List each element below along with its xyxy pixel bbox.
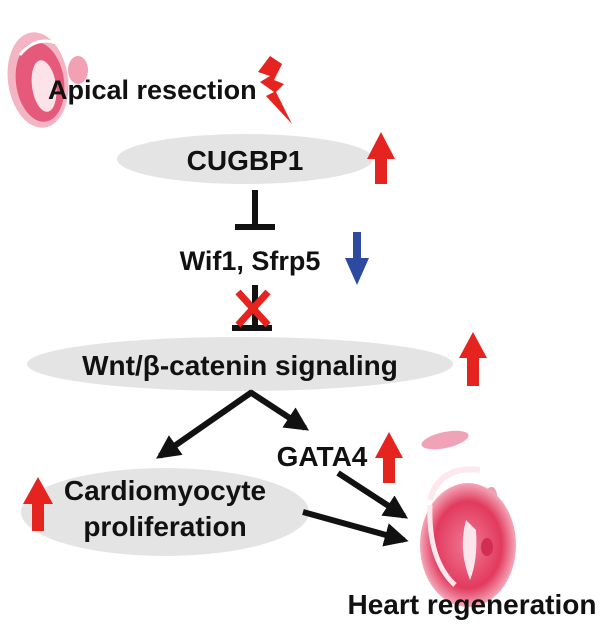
wif1-sfrp5-down-arrow-icon: [345, 232, 369, 285]
wnt-signaling-label: Wnt/β-catenin signaling: [82, 350, 398, 381]
cugbp1-up-arrow-icon: [367, 132, 395, 184]
inhibit-edge-cugbp1-wif1: [235, 190, 275, 230]
cardiomyocyte-label-line2: proliferation: [83, 511, 246, 542]
wnt-up-arrow-icon: [459, 332, 487, 386]
cugbp1-label: CUGBP1: [187, 145, 304, 176]
block-x-mark-icon: [235, 289, 271, 328]
wnt-signaling-node: Wnt/β-catenin signaling: [27, 337, 453, 391]
wif1-sfrp5-label: Wif1, Sfrp5: [180, 246, 321, 276]
heart-section-image-top: [7, 32, 88, 128]
gata4-label: GATA4: [277, 441, 368, 472]
edge-wnt-gata4: [248, 389, 310, 431]
lightning-bolt-icon: [258, 56, 292, 124]
edge-wnt-cardiomyocyte: [156, 389, 254, 459]
cardiomyocyte-label-line1: Cardiomyocyte: [64, 475, 266, 506]
cardiomyocyte-proliferation-node: Cardiomyocyte proliferation: [21, 468, 309, 556]
gata4-up-arrow-icon: [375, 432, 403, 483]
cugbp1-node: CUGBP1: [117, 134, 373, 184]
heart-section-image-bottom: [420, 430, 516, 607]
cardiomyocyte-up-arrow-icon: [23, 477, 53, 531]
apical-resection-label: Apical resection: [48, 75, 257, 105]
edge-gata4-heart-regeneration: [336, 470, 409, 519]
edge-cardiomyocyte-heart-regeneration: [302, 509, 409, 547]
heart-regeneration-label: Heart regeneration: [348, 589, 597, 620]
